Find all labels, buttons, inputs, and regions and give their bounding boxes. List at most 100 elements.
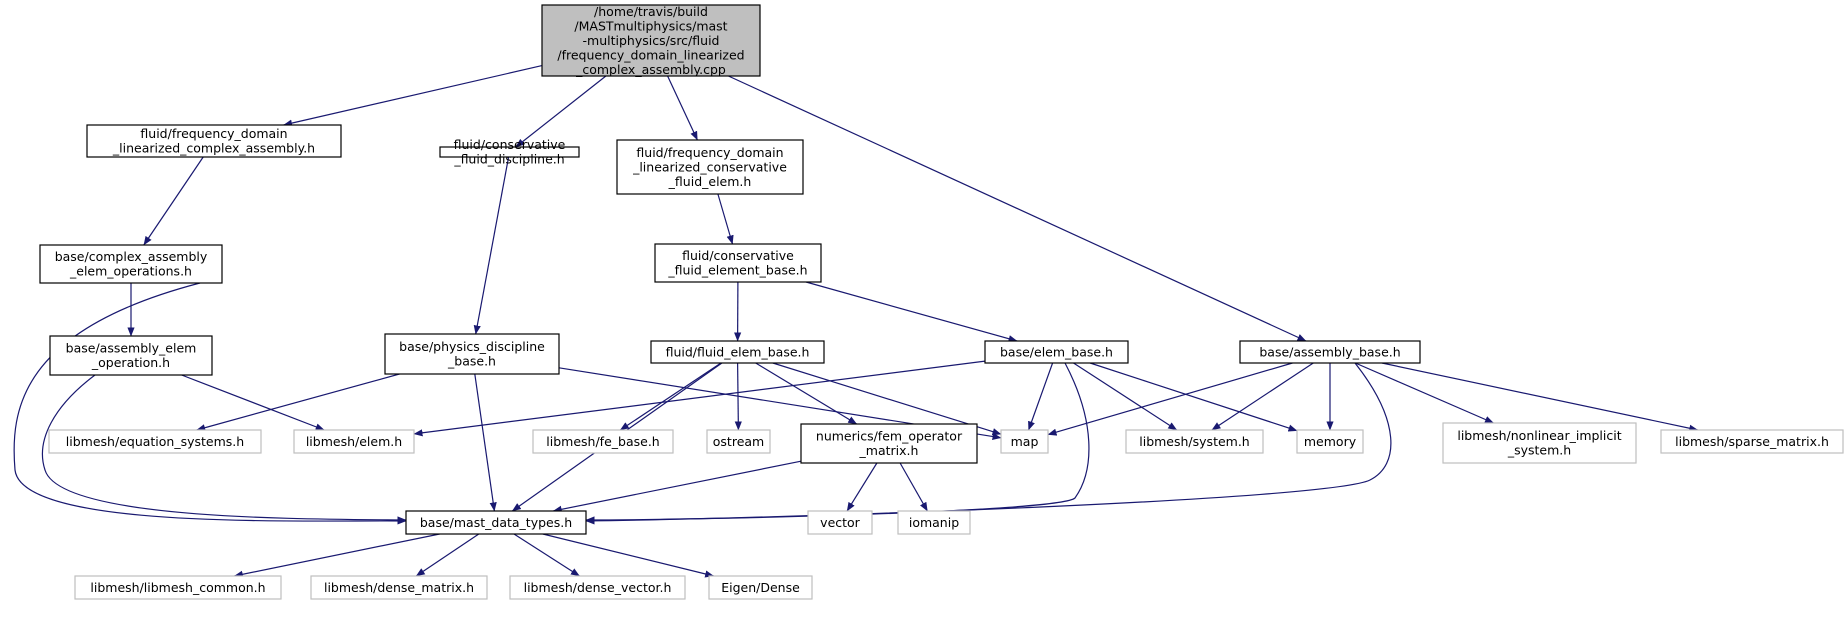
node-box <box>1239 340 1421 364</box>
node-box <box>48 429 262 454</box>
node-label-line: fluid/conservative <box>682 248 794 263</box>
node-fem-op-h[interactable]: numerics/fem_operator_matrix.h <box>800 423 978 464</box>
edge-fluid-elem-base-h-to-fe-base-h <box>619 362 722 431</box>
node-elem-base-h[interactable]: base/elem_base.h <box>984 340 1129 364</box>
node-box <box>897 510 971 535</box>
node-label-line: _linearized_conservative <box>632 159 787 174</box>
edge-elem-base-h-to-system-h <box>1073 362 1178 431</box>
edge-assembly-op-h-to-mast-types-h <box>41 374 407 524</box>
edge-fdlcfe-h-to-cons-feb-h <box>717 193 734 245</box>
node-box <box>654 243 822 283</box>
edge-fdlca-h-to-complex-ops-h <box>143 156 204 246</box>
edge-assembly-base-h-to-system-h <box>1211 362 1314 431</box>
edge-root-to-fdlca-h <box>283 65 543 127</box>
node-fe-base-h: libmesh/fe_base.h <box>532 429 674 454</box>
node-box <box>39 244 223 284</box>
node-label-line: ostream <box>713 434 764 449</box>
node-fluid-elem-base-h[interactable]: fluid/fluid_elem_base.h <box>650 340 825 364</box>
node-sparse-h: libmesh/sparse_matrix.h <box>1660 429 1844 454</box>
edge-complex-ops-h-to-mast-types-h <box>13 282 407 525</box>
edge-assembly-base-h-to-map <box>1047 362 1293 436</box>
node-box <box>509 575 686 600</box>
node-label-line: libmesh/equation_systems.h <box>66 434 244 449</box>
node-box <box>984 340 1129 364</box>
node-box <box>532 429 674 454</box>
edge-fem-op-h-to-vector <box>846 462 878 512</box>
node-fdlca-h[interactable]: fluid/frequency_domain_linearized_comple… <box>86 124 342 158</box>
node-map: map <box>1000 429 1049 454</box>
node-cons-feb-h[interactable]: fluid/conservative_fluid_element_base.h <box>654 243 822 283</box>
node-box <box>1125 429 1264 454</box>
node-label-line: map <box>1011 434 1039 449</box>
node-fdlcfe-h[interactable]: fluid/frequency_domain_linearized_conser… <box>616 139 804 195</box>
node-label-line: numerics/fem_operator <box>816 429 963 444</box>
node-box <box>439 146 580 158</box>
node-root[interactable]: /home/travis/build/MASTmultiphysics/mast… <box>541 4 761 77</box>
node-phys-disc-h[interactable]: base/physics_discipline_base.h <box>384 333 560 375</box>
edge-root-to-cons-disc-h <box>515 75 607 148</box>
node-box <box>706 429 771 454</box>
node-label-line: libmesh/dense_matrix.h <box>324 580 474 595</box>
node-box <box>74 575 282 600</box>
node-label-line: /home/travis/build <box>594 4 708 19</box>
node-label-line: vector <box>820 515 861 530</box>
edge-fem-op-h-to-mast-types-h <box>552 460 802 513</box>
node-box <box>807 510 873 535</box>
node-nonlinear-h: libmesh/nonlinear_implicit_system.h <box>1442 422 1637 464</box>
node-label-line: _fluid_elem.h <box>668 174 752 189</box>
node-label-line: memory <box>1304 434 1357 449</box>
node-label-line: libmesh/sparse_matrix.h <box>1675 434 1829 449</box>
node-box <box>650 340 825 364</box>
edge-mast-types-h-to-dense-vector-h <box>513 533 580 577</box>
node-label-line: /frequency_domain_linearized <box>557 47 744 62</box>
node-label-line: _elem_operations.h <box>69 264 192 279</box>
node-mast-types-h[interactable]: base/mast_data_types.h <box>405 510 587 535</box>
node-label-line: fluid/frequency_domain <box>636 145 783 160</box>
node-label-line: fluid/fluid_elem_base.h <box>666 344 810 359</box>
node-assembly-base-h[interactable]: base/assembly_base.h <box>1239 340 1421 364</box>
node-box <box>293 429 415 454</box>
node-box <box>405 510 587 535</box>
node-label-line: _linearized_complex_assembly.h <box>112 141 315 156</box>
node-label-line: libmesh/system.h <box>1139 434 1249 449</box>
edge-phys-disc-h-to-eq-sys-h <box>196 373 400 432</box>
edge-assembly-base-h-to-nonlinear-h <box>1355 362 1494 424</box>
node-complex-ops-h[interactable]: base/complex_assembly_elem_operations.h <box>39 244 223 284</box>
edge-cons-feb-h-to-elem-base-h <box>805 281 1018 343</box>
edge-elem-base-h-to-map <box>1028 362 1054 431</box>
edge-mast-types-h-to-eigen-dense <box>542 533 715 578</box>
node-box <box>1296 429 1364 454</box>
node-label-line: _complex_assembly.cpp <box>575 62 726 77</box>
edge-assembly-base-h-to-sparse-h <box>1381 362 1699 432</box>
node-label-line: _base.h <box>447 354 496 369</box>
node-label-line: fluid/frequency_domain <box>140 126 287 141</box>
edge-root-to-assembly-base-h <box>728 75 1307 342</box>
node-label-line: libmesh/fe_base.h <box>546 434 659 449</box>
node-label-line: iomanip <box>909 515 959 530</box>
edge-elem-base-h-to-memory <box>1089 362 1298 432</box>
edge-root-to-fdlcfe-h <box>667 75 698 141</box>
node-memory: memory <box>1296 429 1364 454</box>
node-box <box>1000 429 1049 454</box>
node-label-line: libmesh/elem.h <box>306 434 402 449</box>
edge-mast-types-h-to-dense-matrix-h <box>415 533 480 577</box>
node-box <box>708 575 813 600</box>
edge-cons-disc-h-to-phys-disc-h <box>473 156 510 335</box>
node-assembly-op-h[interactable]: base/assembly_elem_operation.h <box>49 335 213 376</box>
node-cons-disc-h[interactable]: fluid/conservative_fluid_discipline.h <box>439 137 580 167</box>
node-label-line: base/assembly_elem <box>66 341 197 356</box>
node-label-line: _system.h <box>1507 443 1571 458</box>
node-label-line: base/physics_discipline <box>399 339 545 354</box>
node-ostream: ostream <box>706 429 771 454</box>
node-label-line: _matrix.h <box>859 443 919 458</box>
node-elem-h: libmesh/elem.h <box>293 429 415 454</box>
node-label-line: base/mast_data_types.h <box>420 515 572 530</box>
node-label-line: libmesh/libmesh_common.h <box>90 580 265 595</box>
node-label-line: _fluid_element_base.h <box>667 263 807 278</box>
node-iomanip: iomanip <box>897 510 971 535</box>
node-system-h: libmesh/system.h <box>1125 429 1264 454</box>
nodes-layer: /home/travis/build/MASTmultiphysics/mast… <box>39 4 1844 600</box>
edge-elem-base-h-to-elem-h <box>413 360 986 437</box>
node-dense-matrix-h: libmesh/dense_matrix.h <box>310 575 488 600</box>
